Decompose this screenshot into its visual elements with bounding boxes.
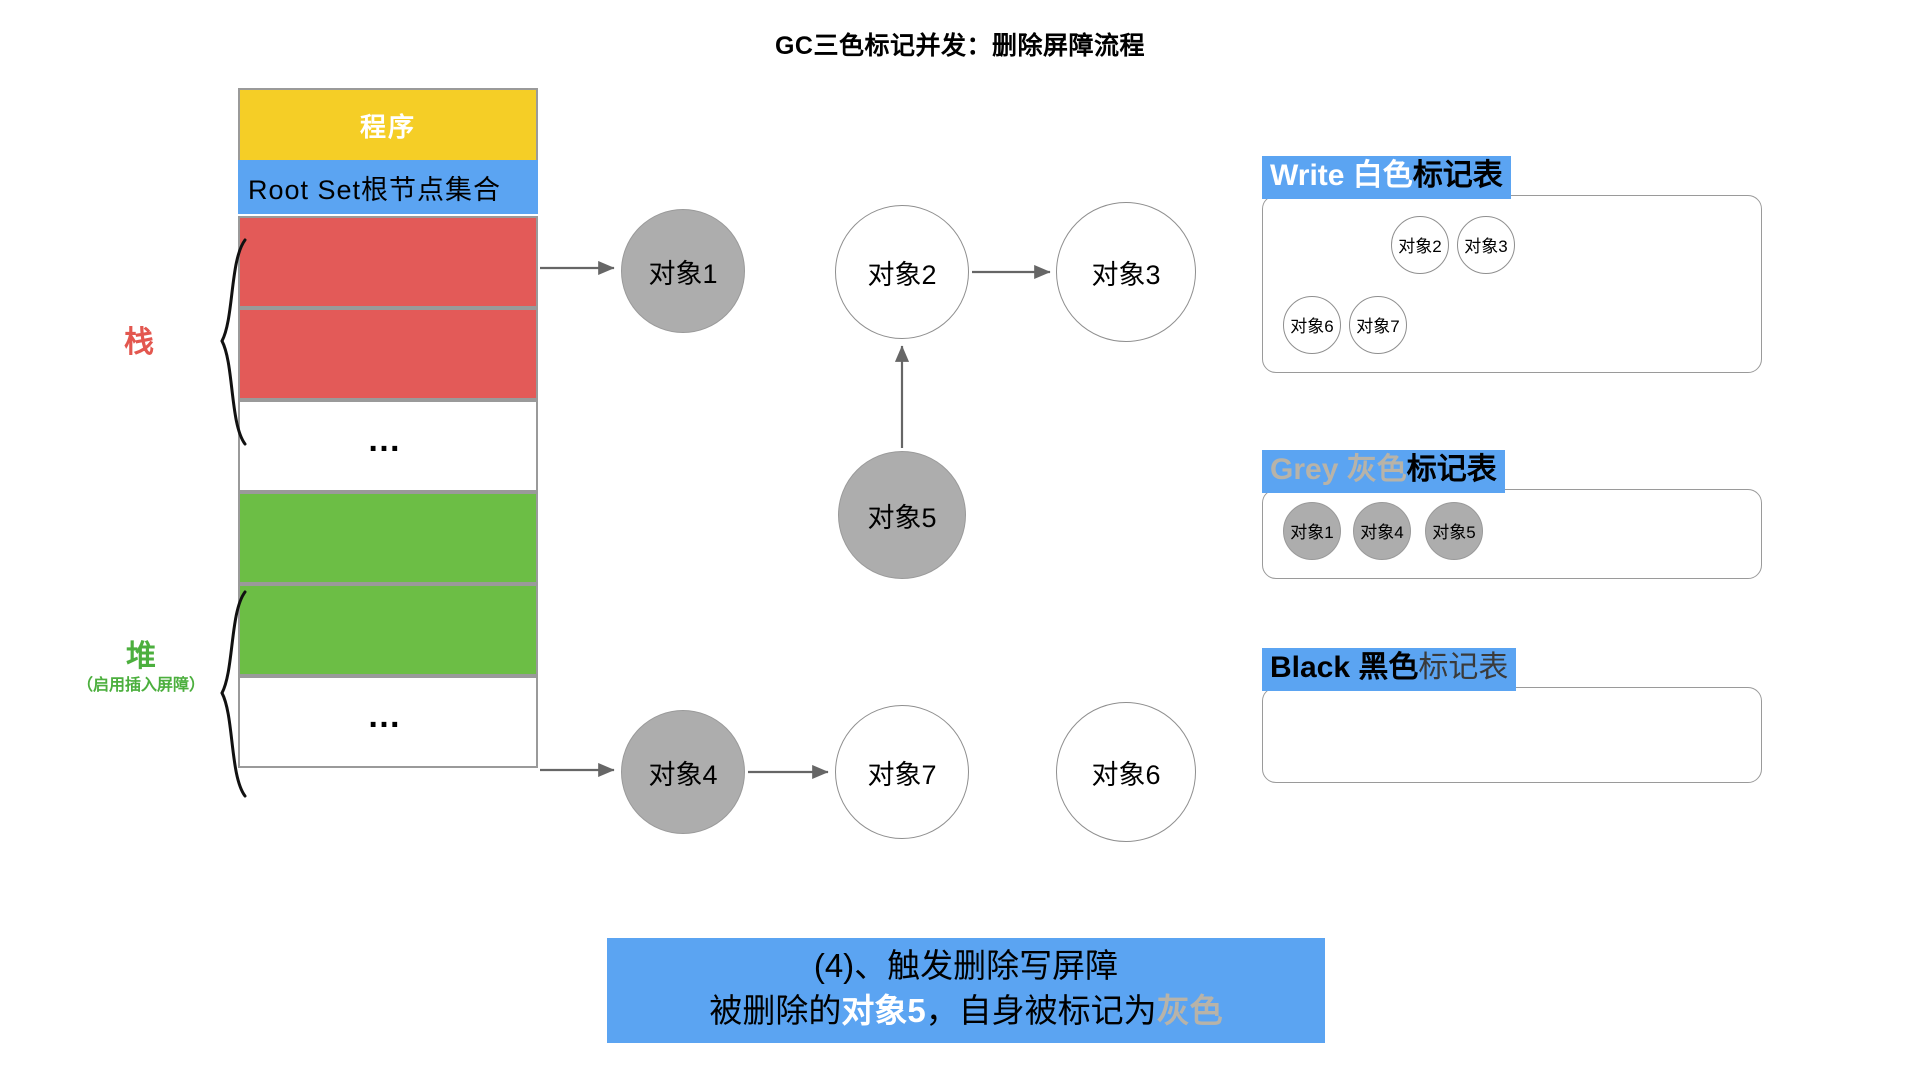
node-obj4-label: 对象4: [648, 759, 718, 790]
root-set-cell: Root Set根节点集合: [238, 160, 538, 214]
program-cell: 程序: [238, 88, 538, 162]
chip-obj6[interactable]: 对象6: [1283, 295, 1341, 354]
grey-mark-table-box: 对象1 对象4 对象5: [1262, 488, 1762, 579]
white-mark-table-box: 对象2 对象3 对象6 对象7: [1262, 194, 1762, 373]
stack-slot-2: [238, 308, 538, 400]
node-obj6[interactable]: 对象6: [1056, 702, 1196, 842]
white-table-title-en: Write: [1270, 159, 1345, 192]
black-table-title-color: 黑色: [1350, 651, 1419, 684]
chip-grey-obj1[interactable]: 对象1: [1283, 501, 1341, 560]
grey-mark-table: Grey 灰色标记表 对象1 对象4 对象5: [1262, 450, 1762, 579]
grey-table-title-rest: 标记表: [1406, 453, 1497, 486]
stack-slot-1: [238, 216, 538, 308]
black-table-title-en: Black: [1270, 651, 1351, 684]
node-obj5-label: 对象5: [867, 502, 937, 533]
stack-brace: [212, 238, 252, 448]
chip-obj3[interactable]: 对象3: [1457, 215, 1515, 274]
chip-obj2[interactable]: 对象2: [1391, 215, 1449, 274]
caption-banner: (4)、触发删除写屏障 被删除的对象5，自身被标记为灰色: [607, 938, 1325, 1044]
caption-line-1: (4)、触发删除写屏障: [813, 947, 1119, 984]
node-obj4[interactable]: 对象4: [621, 710, 745, 834]
stack-label-text: 栈: [124, 326, 154, 359]
node-obj1[interactable]: 对象1: [621, 209, 745, 333]
heap-slot-2: [238, 584, 538, 676]
memory-column: 程序 Root Set根节点集合 … …: [238, 88, 538, 768]
page-title: GC三色标记并发：删除屏障流程: [774, 32, 1145, 60]
node-obj2[interactable]: 对象2: [835, 205, 969, 339]
heap-brace: [212, 590, 252, 800]
heap-ellipsis-cell: …: [238, 676, 538, 768]
program-label: 程序: [359, 111, 416, 142]
grey-table-title-color: 灰色: [1338, 453, 1407, 486]
node-obj2-label: 对象2: [867, 259, 937, 290]
node-obj3[interactable]: 对象3: [1056, 202, 1196, 342]
node-obj7[interactable]: 对象7: [835, 705, 969, 839]
chip-grey-obj5[interactable]: 对象5: [1425, 501, 1483, 560]
heap-label: 堆 （启用插入屏障）: [46, 640, 236, 695]
caption-line2-grey: 灰色: [1156, 991, 1223, 1029]
node-obj1-label: 对象1: [648, 258, 718, 289]
chip-obj7[interactable]: 对象7: [1349, 295, 1407, 354]
chip-obj3-label: 对象3: [1464, 237, 1508, 256]
chip-obj7-label: 对象7: [1356, 317, 1400, 336]
caption-line-2: 被删除的对象5，自身被标记为灰色: [607, 989, 1325, 1034]
chip-grey-obj4-label: 对象4: [1360, 523, 1404, 542]
heap-slot-1: [238, 492, 538, 584]
caption-line2-pre: 被删除的: [709, 991, 842, 1029]
white-table-title-color: 白色: [1344, 159, 1413, 192]
chip-obj6-label: 对象6: [1290, 317, 1334, 336]
stack-label: 栈: [84, 326, 194, 361]
black-mark-table-title: Black 黑色标记表: [1262, 648, 1517, 691]
node-obj3-label: 对象3: [1091, 259, 1161, 290]
black-mark-table-box: [1262, 686, 1762, 783]
black-mark-table: Black 黑色标记表: [1262, 648, 1762, 783]
black-table-title-rest: 标记表: [1418, 651, 1509, 684]
caption-line2-mid: ，自身被标记为: [925, 991, 1157, 1029]
chip-obj2-label: 对象2: [1398, 237, 1442, 256]
grey-mark-table-title: Grey 灰色标记表: [1262, 450, 1505, 493]
heap-label-sublabel: （启用插入屏障）: [76, 676, 205, 694]
chip-grey-obj4[interactable]: 对象4: [1353, 501, 1411, 560]
ellipsis-stack: …: [367, 421, 409, 459]
node-obj6-label: 对象6: [1091, 759, 1161, 790]
grey-table-title-en: Grey: [1270, 453, 1339, 486]
white-mark-table: Write 白色标记表 对象2 对象3 对象6 对象7: [1262, 156, 1762, 373]
caption-line2-bold: 对象5: [841, 991, 926, 1029]
heap-label-text: 堆: [126, 640, 156, 673]
white-mark-table-title: Write 白色标记表: [1262, 156, 1511, 199]
stack-ellipsis-cell: …: [238, 400, 538, 492]
white-table-title-rest: 标记表: [1412, 159, 1503, 192]
node-obj5[interactable]: 对象5: [838, 451, 966, 579]
ellipsis-heap: …: [367, 697, 409, 735]
node-obj7-label: 对象7: [867, 759, 937, 790]
chip-grey-obj5-label: 对象5: [1432, 523, 1476, 542]
chip-grey-obj1-label: 对象1: [1290, 523, 1334, 542]
root-set-label: Root Set根节点集合: [248, 174, 502, 205]
